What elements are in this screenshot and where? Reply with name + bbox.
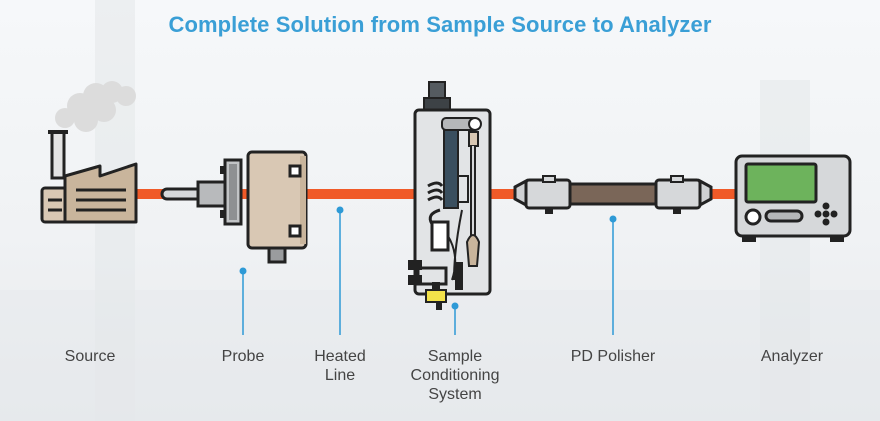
factory-icon [40,81,138,224]
callout-heated-line [336,206,344,335]
background-plant [0,290,880,421]
probe-icon [160,150,308,264]
callout-pd-polisher [609,215,617,335]
label-sample-conditioning-system: Sample Conditioning System [410,348,500,403]
label-analyzer: Analyzer [760,348,824,365]
label-source: Source [64,348,116,365]
label-heated-line: Heated Line [314,348,366,384]
label-probe: Probe [221,348,265,365]
callout-sample-conditioning [451,302,459,335]
callout-probe [239,267,247,335]
polisher-icon [513,175,713,214]
label-pd-polisher: PD Polisher [570,348,656,365]
analyzer-icon [734,154,852,242]
page-title: Complete Solution from Sample Source to … [168,12,712,37]
conditioning-cabinet-icon [408,81,492,310]
background-tower [760,80,810,421]
